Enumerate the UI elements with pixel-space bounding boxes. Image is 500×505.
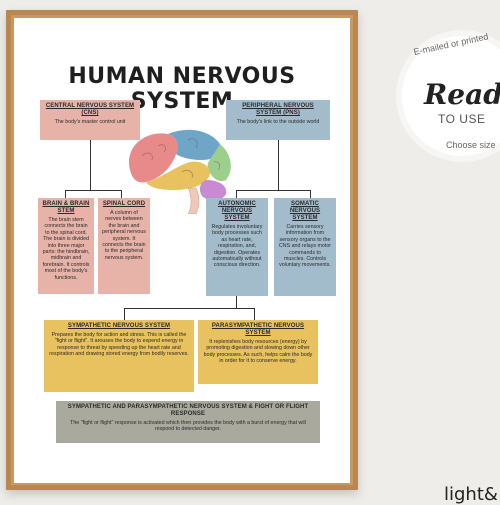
- brain-stem-text: The brain stem connects the brain to the…: [42, 217, 90, 281]
- cerebellum: [199, 180, 227, 201]
- parietal-lobe: [168, 129, 222, 160]
- badge-ready-text: Read: [424, 78, 500, 111]
- cns-box: CENTRAL NERVOUS SYSTEM (CNS) The body's …: [40, 100, 140, 140]
- pns-box: PERIPHERAL NERVOUS SYSTEM (PNS) The body…: [226, 100, 330, 140]
- spinal-cord-text: A column of nerves between the brain and…: [102, 210, 146, 261]
- parasympathetic-text: It replenishes body resources (energy) b…: [203, 339, 313, 365]
- frontal-lobe: [128, 133, 178, 183]
- autonomic-box: AUTONOMIC NERVOUS SYSTEM Regulates invol…: [206, 198, 268, 296]
- connector-sym-branch: [124, 308, 254, 309]
- connector-somatic: [310, 190, 311, 198]
- autonomic-heading: AUTONOMIC NERVOUS SYSTEM: [218, 201, 256, 221]
- brain-stem-box: BRAIN & BRAIN STEM The brain stem connec…: [38, 198, 94, 294]
- connector-cns: [90, 140, 91, 190]
- connector-brainstem: [65, 190, 66, 198]
- autonomic-text: Regulates involuntary body processes suc…: [211, 224, 263, 269]
- pns-heading: PERIPHERAL NERVOUS SYSTEM (PNS): [242, 103, 314, 116]
- pns-text: The body's link to the outside world: [236, 119, 320, 125]
- connector-cns-branch: [65, 190, 121, 191]
- somatic-box: SOMATIC NERVOUS SYSTEM Carries sensory i…: [274, 198, 336, 296]
- parasympathetic-box: PARASYMPATHETIC NERVOUS SYSTEM It replen…: [198, 320, 318, 384]
- connector-spinal: [121, 190, 122, 198]
- connector-sym: [124, 308, 125, 320]
- connector-autonomic: [236, 190, 237, 198]
- occipital-lobe: [207, 144, 231, 182]
- brain-stem: [187, 187, 200, 214]
- cns-text: The body's master control unit: [54, 119, 126, 125]
- somatic-text: Carries sensory information from sensory…: [278, 224, 332, 269]
- fight-flight-box: SYMPATHETIC AND PARASYMPATHETIC NERVOUS …: [56, 401, 320, 443]
- cns-heading: CENTRAL NERVOUS SYSTEM (CNS): [45, 103, 135, 116]
- sympathetic-heading: SYMPATHETIC NERVOUS SYSTEM: [67, 323, 171, 329]
- connector-pns-branch: [236, 190, 310, 191]
- connector-pns: [278, 140, 279, 190]
- somatic-heading: SOMATIC NERVOUS SYSTEM: [289, 201, 321, 221]
- brand-logo-text: light&: [444, 484, 498, 505]
- sympathetic-box: SYMPATHETIC NERVOUS SYSTEM Prepares the …: [44, 320, 194, 392]
- brain-stem-heading: BRAIN & BRAIN STEM: [42, 201, 90, 214]
- fight-flight-text: The "fight or flight" response is activa…: [70, 420, 306, 433]
- badge-bottom-text: Choose size: [446, 140, 496, 150]
- spinal-cord-box: SPINAL CORD A column of nerves between t…: [98, 198, 150, 294]
- connector-parasym: [254, 308, 255, 320]
- badge-top-text: E-mailed or printed: [412, 31, 490, 57]
- brain-illustration: [128, 129, 231, 214]
- badge-to-use-text: TO USE: [438, 112, 486, 126]
- poster: HUMAN NERVOUS SYSTEM CENTRAL NERVOUS SYS…: [14, 18, 350, 483]
- temporal-lobe: [146, 161, 210, 190]
- brain-folds: [141, 138, 221, 179]
- parasympathetic-heading: PARASYMPATHETIC NERVOUS SYSTEM: [211, 323, 305, 336]
- poster-title: HUMAN NERVOUS SYSTEM: [68, 64, 296, 114]
- connector-autonomic-down: [236, 296, 237, 308]
- ready-to-use-badge: E-mailed or printed Read TO USE Choose s…: [402, 31, 500, 156]
- spinal-cord-heading: SPINAL CORD: [102, 201, 146, 207]
- sympathetic-text: Prepares the body for action and stress.…: [49, 332, 189, 358]
- fight-flight-heading: SYMPATHETIC AND PARASYMPATHETIC NERVOUS …: [67, 404, 309, 417]
